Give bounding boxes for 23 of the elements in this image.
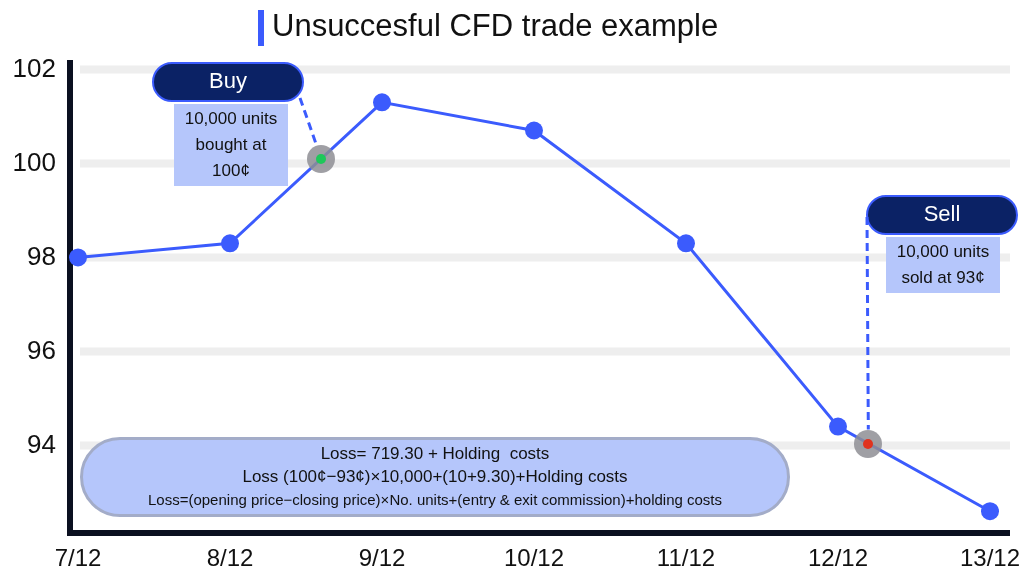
summary-panel xyxy=(80,437,790,517)
leader-line xyxy=(298,97,318,146)
axis-tick-label: 100 xyxy=(11,147,56,179)
axis-tick-label: 12/12 xyxy=(806,544,870,572)
axis-tick-label: 102 xyxy=(11,53,56,85)
callout-heading: Sell xyxy=(866,195,1018,235)
axis-tick-label: 8/12 xyxy=(205,544,255,572)
axis-tick-label: 94 xyxy=(26,429,56,461)
axis-tick-label: 10/12 xyxy=(502,544,566,572)
axis-tick-label: 7/12 xyxy=(53,544,103,572)
chart-title: Unsuccesful CFD trade example xyxy=(272,8,719,44)
callout-heading: Buy xyxy=(152,62,304,102)
formula-text: Loss= 719.30 + Holding costs xyxy=(319,443,551,465)
axis-tick-label: 96 xyxy=(26,335,56,367)
leader-line xyxy=(865,217,870,430)
axis-tick-label: 13/12 xyxy=(958,544,1022,572)
formula-text: Loss (100¢−93¢)×10,000+(10+9.30)+Holding costs xyxy=(241,466,629,488)
callout-text: 10,000 units bought at 100¢ xyxy=(174,104,288,186)
callout-text: 10,000 units sold at 93¢ xyxy=(886,237,1000,293)
axis-tick-label: 11/12 xyxy=(655,544,717,572)
axis-tick-label: 98 xyxy=(26,241,56,273)
axis-tick-label: 9/12 xyxy=(357,544,407,572)
formula-text: Loss=(opening price−closing price)×No. units+(entry & exit commission)+holding costs xyxy=(147,490,723,510)
